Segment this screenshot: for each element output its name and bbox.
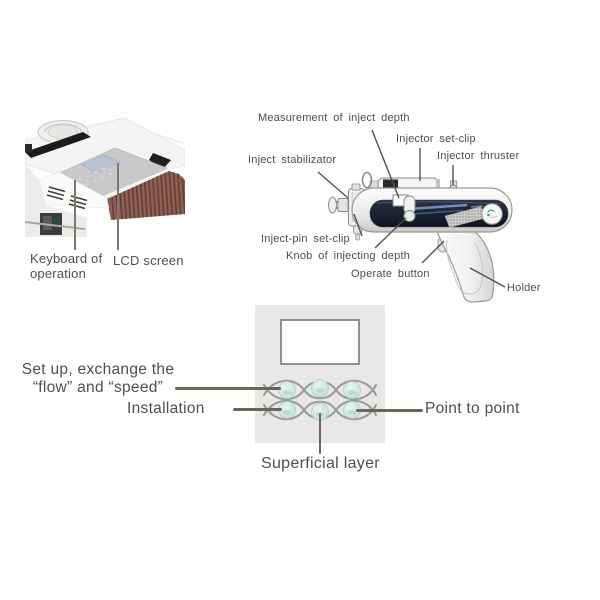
installation-button [278, 401, 296, 419]
injector-thruster-label: Injector thruster [437, 150, 520, 162]
operate-button-label: Operate button [351, 268, 430, 280]
leader-line-knob [374, 217, 407, 249]
injection-gun-diagram [317, 129, 513, 303]
leader-line-keyboard [74, 180, 76, 250]
keyboard-label: Keyboard of operation [30, 251, 103, 282]
leader-line-superficial [318, 413, 322, 454]
lcd-label: LCD screen [113, 253, 184, 268]
leader-line-inject-stabilizator [317, 171, 349, 199]
installation-label: Installation [127, 400, 205, 417]
corner-part [149, 153, 171, 169]
measurement-label: Measurement of inject depth [258, 112, 410, 124]
leader-line-lcd [117, 163, 119, 250]
lcd-screen-photo [81, 154, 121, 174]
point-to-point-button [343, 401, 361, 419]
leader-line-point-to-point [356, 408, 423, 412]
gun-leader-lines [317, 129, 506, 288]
depth-knob [403, 195, 416, 222]
panel-screen [280, 319, 360, 365]
inject-pin-set-clip-label: Inject-pin set-clip [261, 233, 350, 245]
setup-label-line2: “flow” and “speed” [32, 378, 164, 396]
panel-graphics [407, 203, 484, 215]
leader-line-measurement [371, 129, 400, 199]
dark-bar [25, 132, 91, 158]
leader-line-inject-pin-set-clip [353, 213, 363, 237]
gun-handle [436, 228, 495, 303]
setup-label: Set up, exchange the “flow” and “speed” [6, 361, 190, 397]
control-panel-diagram [255, 305, 385, 443]
leader-line-installation [233, 407, 282, 411]
handle-contour [446, 239, 484, 295]
injector-set-clip-label: Injector set-clip [396, 133, 476, 145]
brand-logo-icon [481, 203, 503, 225]
panel-buttons [278, 379, 361, 421]
setup-button [278, 381, 296, 399]
setup-label-line1: Set up, exchange the [21, 361, 175, 378]
panel-buttons-and-waves [262, 379, 378, 421]
leader-line-operate [421, 240, 445, 264]
point-to-point-label: Point to point [425, 400, 520, 417]
leader-line-setup [175, 386, 281, 390]
set-clip-ring [361, 171, 373, 189]
device-photo [25, 108, 185, 237]
nozzle-disc [328, 196, 337, 214]
superficial-label: Superficial layer [261, 455, 380, 472]
leader-line-holder [469, 267, 506, 288]
key-buttons [76, 167, 114, 187]
inject-stabilizator-label: Inject stabilizator [248, 154, 337, 166]
top-right-button [343, 381, 361, 399]
vent-slots [46, 186, 88, 210]
holder-label: Holder [507, 282, 541, 294]
top-center-button [311, 379, 329, 397]
knob-label: Knob of injecting depth [286, 250, 411, 262]
